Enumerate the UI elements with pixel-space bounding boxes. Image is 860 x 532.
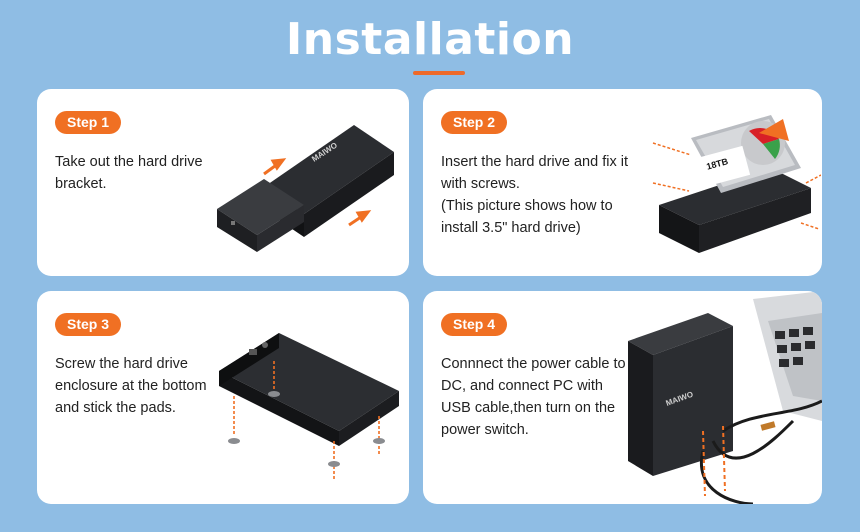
page-title: Installation (285, 14, 575, 65)
step-1-card: Step 1 Take out the hard drive bracket. … (37, 89, 409, 276)
insert-arrow-icon (759, 119, 789, 141)
step-2-card: Step 2 Insert the hard drive and fix it … (423, 89, 822, 276)
step-3-card: Step 3 Screw the hard drive enclosure at… (37, 291, 409, 504)
enclosure-bottom-illustration (219, 333, 399, 481)
step-2-text-line: Insert the hard drive and fix it with sc… (441, 154, 628, 192)
cable-connection-illustration: MAIWO (628, 291, 822, 504)
step-4-text: Connnect the power cable to DC, and conn… (441, 356, 626, 438)
step-1-badge: Step 1 (55, 111, 122, 134)
step-4-card: Step 4 Connnect the power cable to DC, a… (423, 291, 822, 504)
drive-bracket-illustration: MAIWO (217, 125, 394, 252)
connector-arrow-icon (702, 425, 726, 497)
keyboard-icon (775, 327, 815, 367)
screw-arrow-icon (652, 142, 821, 230)
foot-pad-icon (228, 391, 385, 467)
step-3-badge: Step 3 (55, 313, 122, 336)
step-3-text: Screw the hard drive enclosure at the bo… (55, 356, 207, 416)
step-4-badge: Step 4 (441, 313, 508, 336)
title-underline (413, 71, 465, 75)
step-2-badge: Step 2 (441, 111, 508, 134)
cable-icon (699, 399, 822, 504)
step-2-text-note: (This picture shows how to install 3.5" … (441, 198, 613, 236)
step-2-text: Insert the hard drive and fix it with sc… (441, 151, 641, 239)
hard-drive-insert-illustration: 18TB (652, 115, 821, 253)
step-1-text: Take out the hard drive bracket. (55, 154, 203, 192)
arrow-icon (263, 158, 372, 227)
